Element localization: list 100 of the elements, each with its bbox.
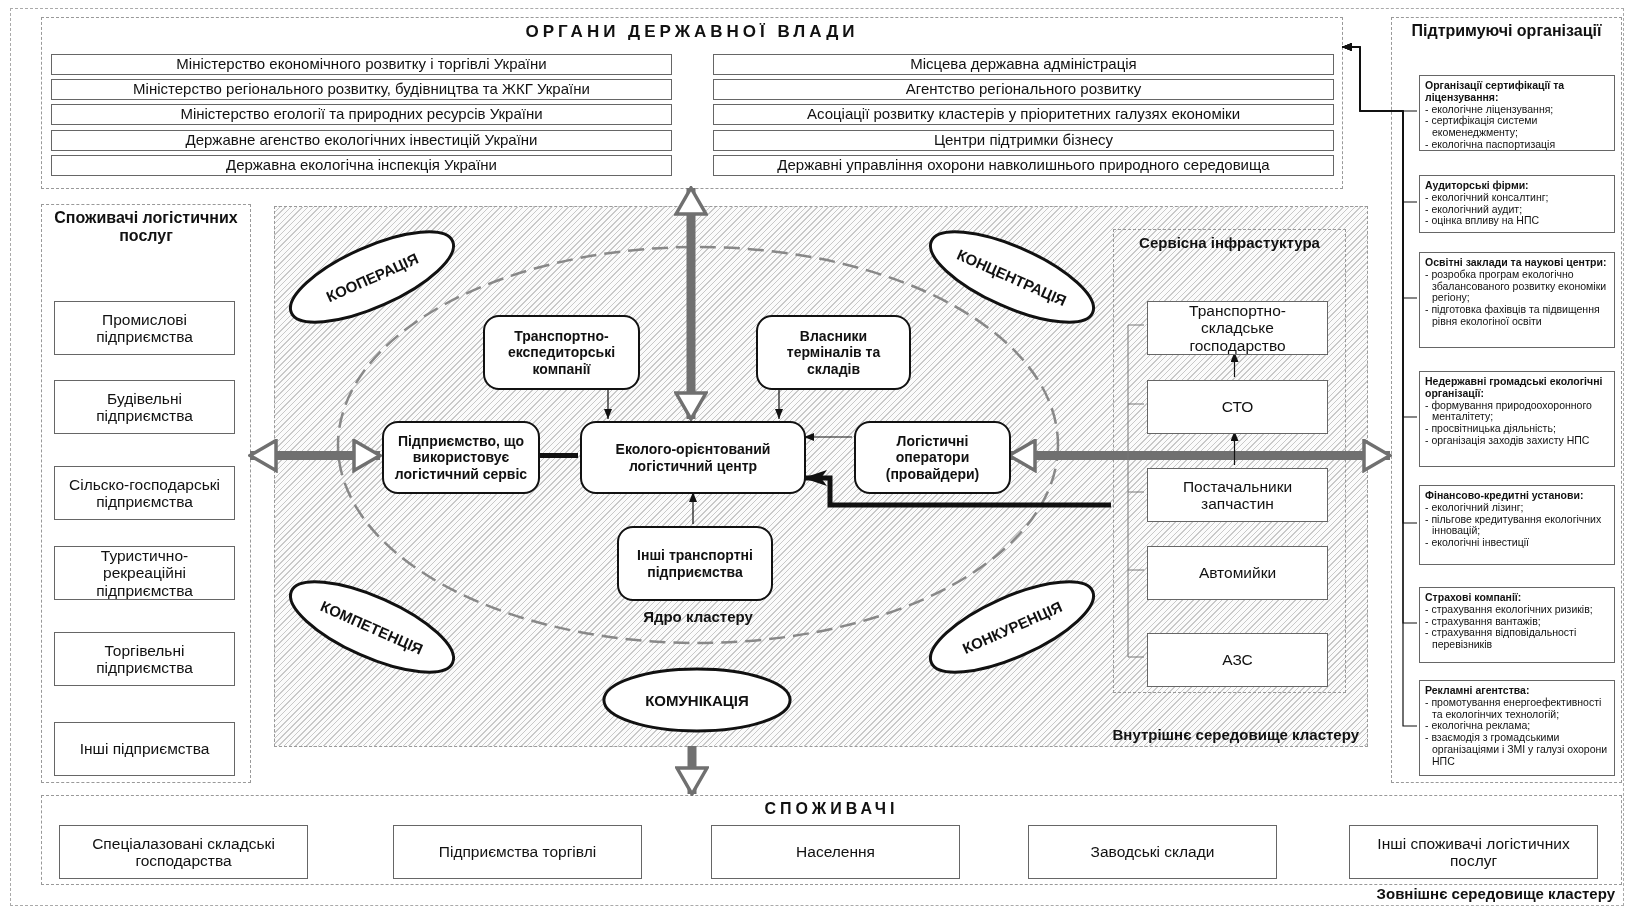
group-panel: [41, 17, 1343, 189]
rounded-box: [483, 315, 640, 390]
card-heading: Організації сертифікації та ліцензування:: [1425, 80, 1566, 104]
process-box: [1147, 380, 1328, 434]
process-box: [713, 130, 1334, 151]
box-label: Міністерство егології та природних ресурсів України: [180, 106, 543, 123]
box-label: Населення: [796, 843, 875, 861]
panel-title: Підтримуючі організації: [1411, 22, 1602, 40]
process-box: [713, 79, 1334, 100]
process-box: [54, 632, 235, 686]
process-box: [1349, 825, 1598, 879]
double-arrow: [675, 746, 709, 796]
rounded-box: [617, 526, 773, 601]
info-card: [1419, 75, 1615, 151]
card-heading: Страхові компанії:: [1425, 592, 1523, 604]
process-box: [1147, 468, 1328, 522]
card-heading: Рекламні агентства:: [1425, 685, 1531, 697]
info-card: [1419, 252, 1615, 348]
process-box: [54, 722, 235, 776]
process-box: [1147, 633, 1328, 687]
double-arrow: [248, 438, 382, 473]
bullet-text: - просвітницька діяльність;: [1425, 423, 1557, 435]
group-panel: [1113, 229, 1346, 693]
box-label: Підприємство, що використовує логістичний сервіс: [393, 433, 529, 482]
arrow: [803, 433, 853, 441]
rounded-box: [580, 421, 806, 494]
box-label: СТО: [1221, 398, 1254, 416]
bullet-text: - страхування відповідальності перевізників: [1425, 627, 1578, 651]
box-label: Міністерство економічного розвитку і торгівлі України: [176, 56, 547, 73]
info-card: [1419, 587, 1615, 663]
box-label: Підприємства торгівлі: [438, 843, 597, 861]
arrow: [604, 387, 612, 420]
box-label: Еколого-орієнтований логістичний центр: [614, 441, 772, 474]
bullet-text: - підготовка фахівців та підвищення рівня екологіної освіти: [1425, 304, 1601, 328]
box-label: Будівельні підприємства: [95, 389, 194, 425]
box-label: Торгівельні підприємства: [95, 641, 194, 677]
box-label: Державні управління охорони навколишнього природного середовища: [777, 157, 1270, 174]
process-box: [51, 104, 672, 125]
card-heading: Аудиторські фірми:: [1425, 180, 1530, 192]
process-box: [1028, 825, 1277, 879]
process-box: [51, 130, 672, 151]
panel-title: Сервісна інфрастуктура: [1139, 234, 1320, 251]
arrow: [1341, 43, 1418, 727]
box-label: Постачальники запчастин: [1181, 477, 1294, 513]
bullet-text: - організація заходів захисту НПС: [1425, 434, 1591, 447]
bullet-text: - екологічний консалтинг;: [1425, 191, 1550, 204]
connector-line: [538, 453, 578, 458]
box-label: Власники терміналів та складів: [785, 328, 882, 377]
process-box: [54, 466, 235, 520]
bullet-text: - екологічний аудит;: [1425, 203, 1523, 216]
group-panel: [1391, 17, 1622, 783]
bullet-text: - екологічний лізинг;: [1425, 501, 1524, 514]
process-box: [51, 54, 672, 75]
arrow: [775, 387, 783, 420]
bullet-text: - екологічна реклама;: [1425, 720, 1531, 732]
ellipse-node: [602, 667, 792, 733]
card-heading: Недержавні громадські екологічні організації:: [1425, 376, 1604, 400]
card-heading: Фінансово-кредитні установи:: [1425, 490, 1585, 502]
box-label: Інші підприємства: [79, 740, 210, 758]
bullet-text: - сертифікація системи екоменеджменту;: [1425, 115, 1538, 139]
box-label: Інші транспортні підприємства: [636, 547, 754, 580]
process-box: [51, 79, 672, 100]
bullet-text: - страхування екологічних ризиків;: [1425, 603, 1594, 616]
rounded-box: [854, 421, 1011, 494]
info-card: [1419, 485, 1615, 565]
rounded-box: [382, 421, 540, 494]
box-label: Промислові підприємства: [95, 310, 194, 346]
group-panel: [41, 204, 251, 783]
process-box: [713, 104, 1334, 125]
panel-title: ОРГАНИ ДЕРЖАВНОЇ ВЛАДИ: [525, 22, 859, 42]
bullet-text: - формування природоохоронного менталітету;: [1425, 399, 1593, 423]
ellipse-label: КОМУНІКАЦІЯ: [645, 691, 749, 709]
process-box: [54, 380, 235, 434]
group-panel: [10, 8, 1624, 906]
box-label: Туристично-рекреаційні підприємства: [95, 547, 194, 599]
arrow: [803, 470, 1111, 508]
panel-title: Ядро кластеру: [643, 608, 753, 625]
box-label: Державне агенство екологічних інвестицій України: [185, 132, 538, 149]
box-label: Спеціалазовані складські господарства: [91, 834, 276, 870]
box-label: Державна екологічна інспекція України: [225, 157, 497, 174]
bullet-text: - взаємодія з громадськими організаціями і ЗМІ у галузі охорони НПС: [1425, 732, 1609, 768]
card-heading: Освітні заклади та наукові центри:: [1425, 257, 1608, 269]
box-label: Автомийки: [1198, 564, 1277, 582]
info-card: [1419, 680, 1615, 776]
bullet-text: - страхування вантажів;: [1425, 615, 1542, 628]
process-box: [393, 825, 642, 879]
group-panel: [41, 795, 1622, 885]
box-label: Логістичні оператори (провайдери): [884, 433, 981, 482]
info-card: [1419, 371, 1615, 467]
box-label: Сільско-господарські підприємства: [68, 475, 221, 511]
bullet-text: - екологічні інвестиції: [1425, 537, 1530, 549]
bullet-text: - пільгове кредитування екологічних інновацій;: [1425, 513, 1603, 537]
bullet-text: - оцінка впливу на НПС: [1425, 215, 1541, 227]
box-label: Місцева державна адміністрація: [910, 56, 1137, 73]
panel-title: СПОЖИВАЧІ: [764, 800, 899, 818]
process-box: [1147, 546, 1328, 600]
box-label: Міністерство регіонального розвитку, будівництва та ЖКГ України: [133, 81, 590, 98]
bullet-text: - розробка програм екологічно збалансованого розвитку економіки регіону;: [1425, 268, 1608, 304]
box-label: Асоціації розвитку кластерів у пріоритетних галузях економіки: [806, 106, 1240, 123]
box-label: Транспортно-складське господарство: [1188, 302, 1287, 354]
